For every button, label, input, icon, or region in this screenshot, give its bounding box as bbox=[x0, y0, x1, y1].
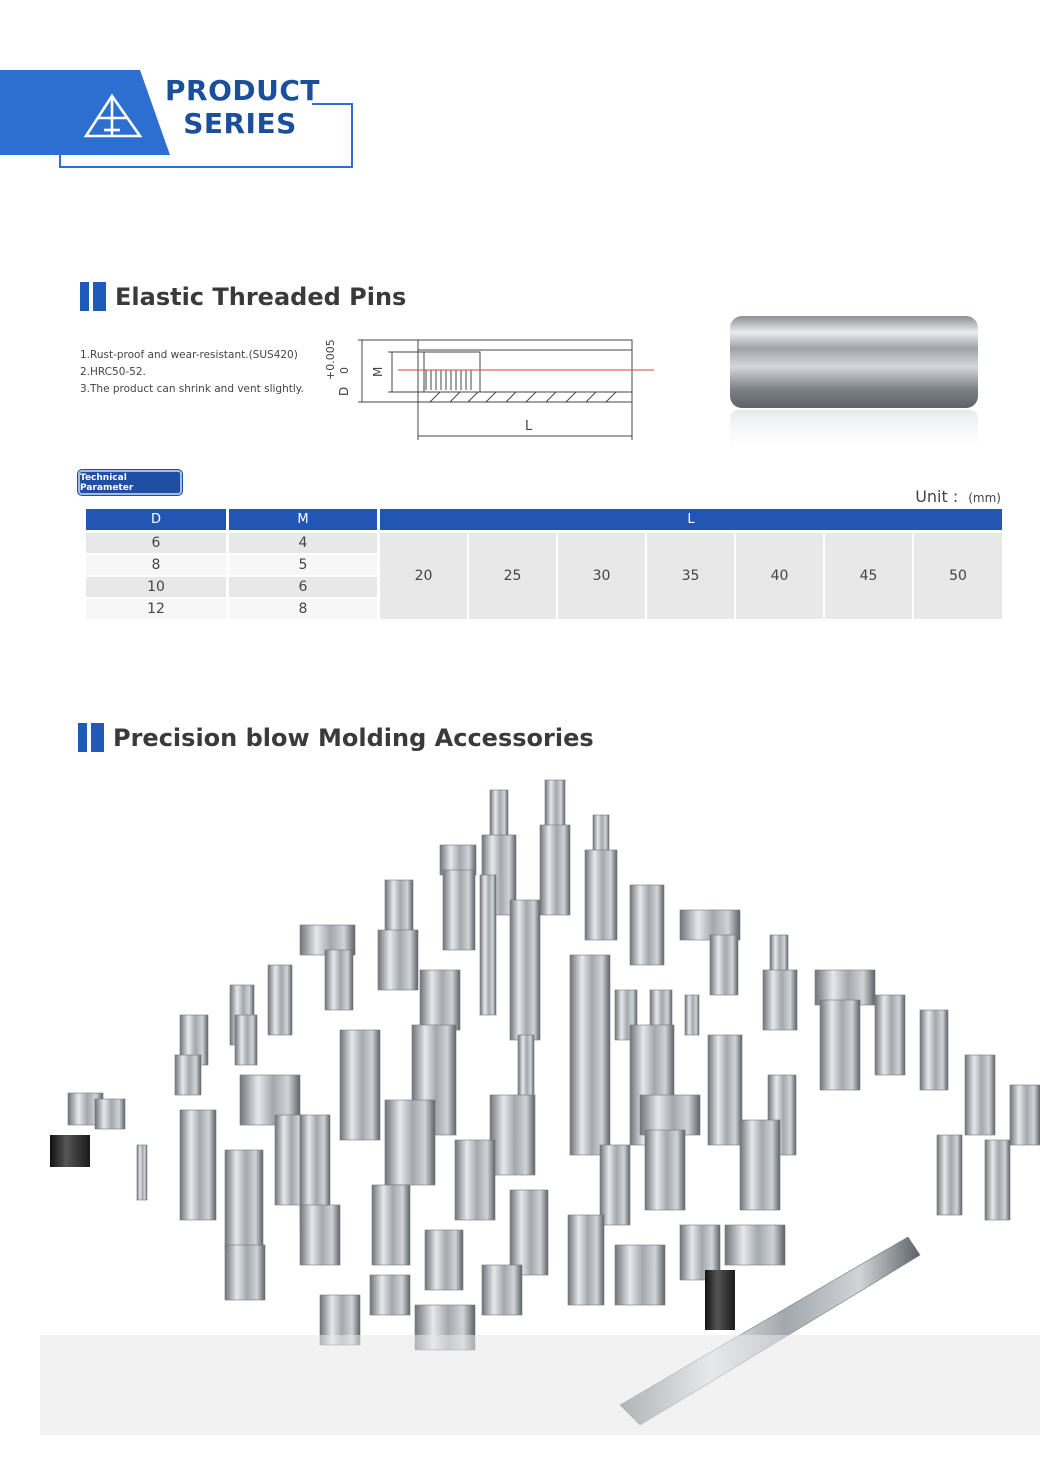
table-cell-m: 4 bbox=[229, 533, 377, 553]
feature-list: 1.Rust-proof and wear-resistant.(SUS420)… bbox=[80, 347, 304, 398]
section-header-pins: Elastic Threaded Pins bbox=[80, 282, 406, 311]
table-header-l: L bbox=[380, 509, 1002, 530]
unit-value: (mm) bbox=[968, 491, 1001, 505]
section-marker-icon bbox=[80, 282, 106, 311]
technical-drawing: +0.005 0 D M L bbox=[324, 339, 654, 440]
unit-label: Unit : (mm) bbox=[915, 487, 1001, 506]
table-cell-l: 45 bbox=[825, 533, 912, 619]
l-label: L bbox=[525, 419, 533, 434]
banner-title-line2: SERIES bbox=[183, 107, 297, 140]
table-cell-d: 12 bbox=[86, 599, 226, 619]
tolerance-label-bottom: 0 bbox=[338, 367, 351, 374]
m-label: M bbox=[371, 367, 385, 377]
technical-parameter-badge: Technical Parameter bbox=[78, 470, 182, 495]
section-marker-icon bbox=[78, 723, 104, 752]
banner-title-line1: PRODUCT bbox=[165, 74, 321, 107]
d-label: D bbox=[337, 387, 351, 396]
section-title-pins: Elastic Threaded Pins bbox=[115, 282, 407, 311]
pin-photo bbox=[730, 316, 978, 455]
product-series-banner: PRODUCT SERIES bbox=[0, 70, 360, 175]
tolerance-label-top: +0.005 bbox=[324, 339, 337, 380]
table-cell-l: 35 bbox=[647, 533, 734, 619]
table-cell-l: 40 bbox=[736, 533, 823, 619]
table-cell-m: 5 bbox=[229, 555, 377, 575]
accessories-photo bbox=[40, 779, 1040, 1435]
table-cell-d: 8 bbox=[86, 555, 226, 575]
table-cell-l: 30 bbox=[558, 533, 645, 619]
table-header-d: D bbox=[86, 509, 226, 530]
table-cell-l: 20 bbox=[380, 533, 467, 619]
section-header-accessories: Precision blow Molding Accessories bbox=[78, 723, 594, 752]
feature-item: 3.The product can shrink and vent slight… bbox=[80, 383, 304, 395]
table-cell-m: 6 bbox=[229, 577, 377, 597]
table-cell-l: 25 bbox=[469, 533, 556, 619]
feature-item: 2.HRC50-52. bbox=[80, 366, 146, 378]
section-title-accessories: Precision blow Molding Accessories bbox=[113, 723, 594, 752]
unit-text: Unit : bbox=[915, 487, 959, 506]
table-cell-d: 10 bbox=[86, 577, 226, 597]
feature-item: 1.Rust-proof and wear-resistant.(SUS420) bbox=[80, 349, 298, 361]
table-cell-d: 6 bbox=[86, 533, 226, 553]
banner-title: PRODUCT SERIES bbox=[165, 74, 321, 140]
table-cell-l: 50 bbox=[914, 533, 1002, 619]
table-header-m: M bbox=[229, 509, 377, 530]
triangle-a-logo-icon bbox=[83, 93, 143, 138]
banner-graphic bbox=[0, 70, 353, 168]
parameter-table: D M L 6 4 8 5 10 6 12 8 20 25 30 35 40 4… bbox=[86, 509, 1002, 619]
table-cell-m: 8 bbox=[229, 599, 377, 619]
